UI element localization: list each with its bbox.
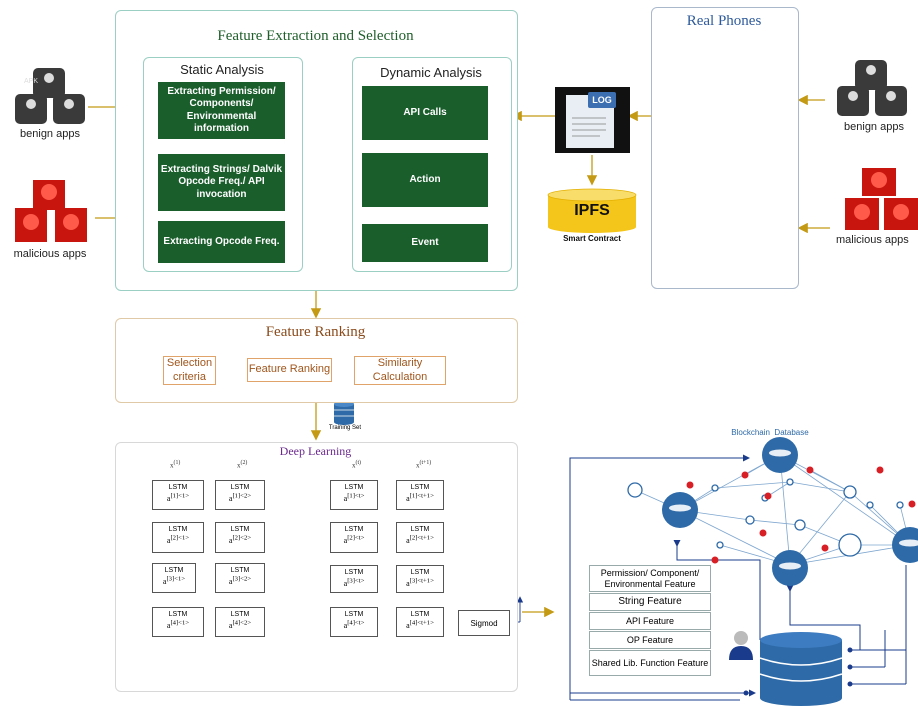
real-phones-panel [651, 7, 799, 289]
feature-string: String Feature [589, 593, 711, 611]
benign-apps-left-label: benign apps [20, 128, 80, 140]
feature-ranking-title: Feature Ranking [265, 324, 366, 340]
feature-api: API Feature [589, 612, 711, 630]
lstm-activation: a[3]<2> [228, 575, 252, 587]
malicious-apps-right-label: malicious apps [836, 234, 909, 246]
feature-op: OP Feature [589, 631, 711, 649]
training-set-label: Training Set [328, 425, 362, 431]
lstm-activation: a[4]<1> [166, 619, 190, 631]
lstm-activation: a[4]<t+1> [406, 619, 434, 631]
sigmoid-box: Sigmod [458, 610, 510, 636]
blockchain-database-title: Blockchain Database [731, 428, 809, 437]
lstm-label: LSTM [230, 611, 250, 618]
lstm-label: LSTM [344, 569, 364, 576]
lstm-label: LSTM [230, 526, 250, 533]
malicious-apps-left-label: malicious apps [13, 248, 87, 260]
lstm-activation: a[2]<t+1> [406, 534, 434, 546]
benign-apps-right-label: benign apps [844, 121, 904, 133]
deep-learning-title: Deep Learning [279, 444, 352, 458]
dynamic-box-api-calls: API Calls [362, 86, 488, 140]
static-analysis-title: Static Analysis [180, 62, 264, 77]
lstm-label: LSTM [410, 569, 430, 576]
static-box-strings: Extracting Strings/ Dalvik Opcode Freq./… [158, 154, 285, 211]
blockchain-db-nodes [662, 437, 918, 586]
lstm-activation: a[2]<2> [228, 534, 252, 546]
malicious-apk-icons-left [15, 180, 87, 242]
static-box-opcode: Extracting Opcode Freq. [158, 221, 285, 263]
lstm-activation: a[3]<1> [162, 575, 186, 587]
lstm-activation: a[4]<t> [343, 619, 365, 631]
lstm-activation: a[1]<t+1> [406, 492, 434, 504]
static-box-permission: Extracting Permission/ Components/ Envir… [158, 82, 285, 139]
selection-criteria-box: Selection criteria [163, 356, 216, 385]
lstm-label: LSTM [344, 484, 364, 491]
malicious-apk-icons-right [845, 168, 918, 230]
similarity-calculation-box: Similarity Calculation [354, 356, 446, 385]
smart-contract-label: Smart Contract [563, 234, 621, 243]
log-file-icon [555, 87, 630, 153]
lstm-activation: a[4]<2> [228, 619, 252, 631]
x-input-3: x(t) [352, 460, 362, 470]
feature-shared-lib: Shared Lib. Function Feature [589, 650, 711, 676]
apk-label-1: APK [23, 78, 38, 85]
feature-extraction-title: Feature Extraction and Selection [217, 28, 414, 44]
dynamic-analysis-title: Dynamic Analysis [380, 65, 482, 80]
database-stack-icon [759, 632, 843, 706]
ipfs-label: IPFS [574, 202, 610, 219]
lstm-activation: a[2]<1> [166, 534, 190, 546]
lstm-label: LSTM [168, 611, 188, 618]
x-input-2: x(2) [237, 460, 248, 470]
network-red-nodes [686, 466, 916, 564]
lstm-activation: a[1]<1> [166, 492, 190, 504]
lstm-label: LSTM [230, 484, 250, 491]
lstm-label: LSTM [410, 526, 430, 533]
lstm-activation: a[3]<t> [343, 577, 365, 589]
dynamic-box-event: Event [362, 224, 488, 262]
benign-apk-icons-right [837, 60, 907, 116]
feature-ranking-box: Feature Ranking [247, 358, 332, 382]
lstm-label: LSTM [344, 611, 364, 618]
lstm-label: LSTM [168, 484, 188, 491]
lstm-label: LSTM [230, 567, 250, 574]
lstm-activation: a[1]<2> [228, 492, 252, 504]
lstm-label: LSTM [410, 611, 430, 618]
user-icon [729, 631, 753, 660]
lstm-label: LSTM [344, 526, 364, 533]
lstm-activation: a[3]<t+1> [406, 577, 434, 589]
real-phones-title: Real Phones [686, 13, 762, 29]
log-label: LOG [592, 95, 612, 105]
lstm-activation: a[2]<t> [343, 534, 365, 546]
ipfs-cylinder-icon [547, 188, 637, 233]
lstm-label: LSTM [164, 567, 184, 574]
lstm-label: LSTM [410, 484, 430, 491]
x-input-1: x(1) [170, 460, 181, 470]
lstm-activation: a[1]<t> [343, 492, 365, 504]
dynamic-box-action: Action [362, 153, 488, 207]
training-set-icon [334, 401, 354, 425]
benign-apk-icons-left [15, 68, 85, 124]
x-input-4: x(t+1) [416, 460, 432, 470]
feature-permission: Permission/ Component/ Environmental Fea… [589, 565, 711, 592]
lstm-label: LSTM [168, 526, 188, 533]
